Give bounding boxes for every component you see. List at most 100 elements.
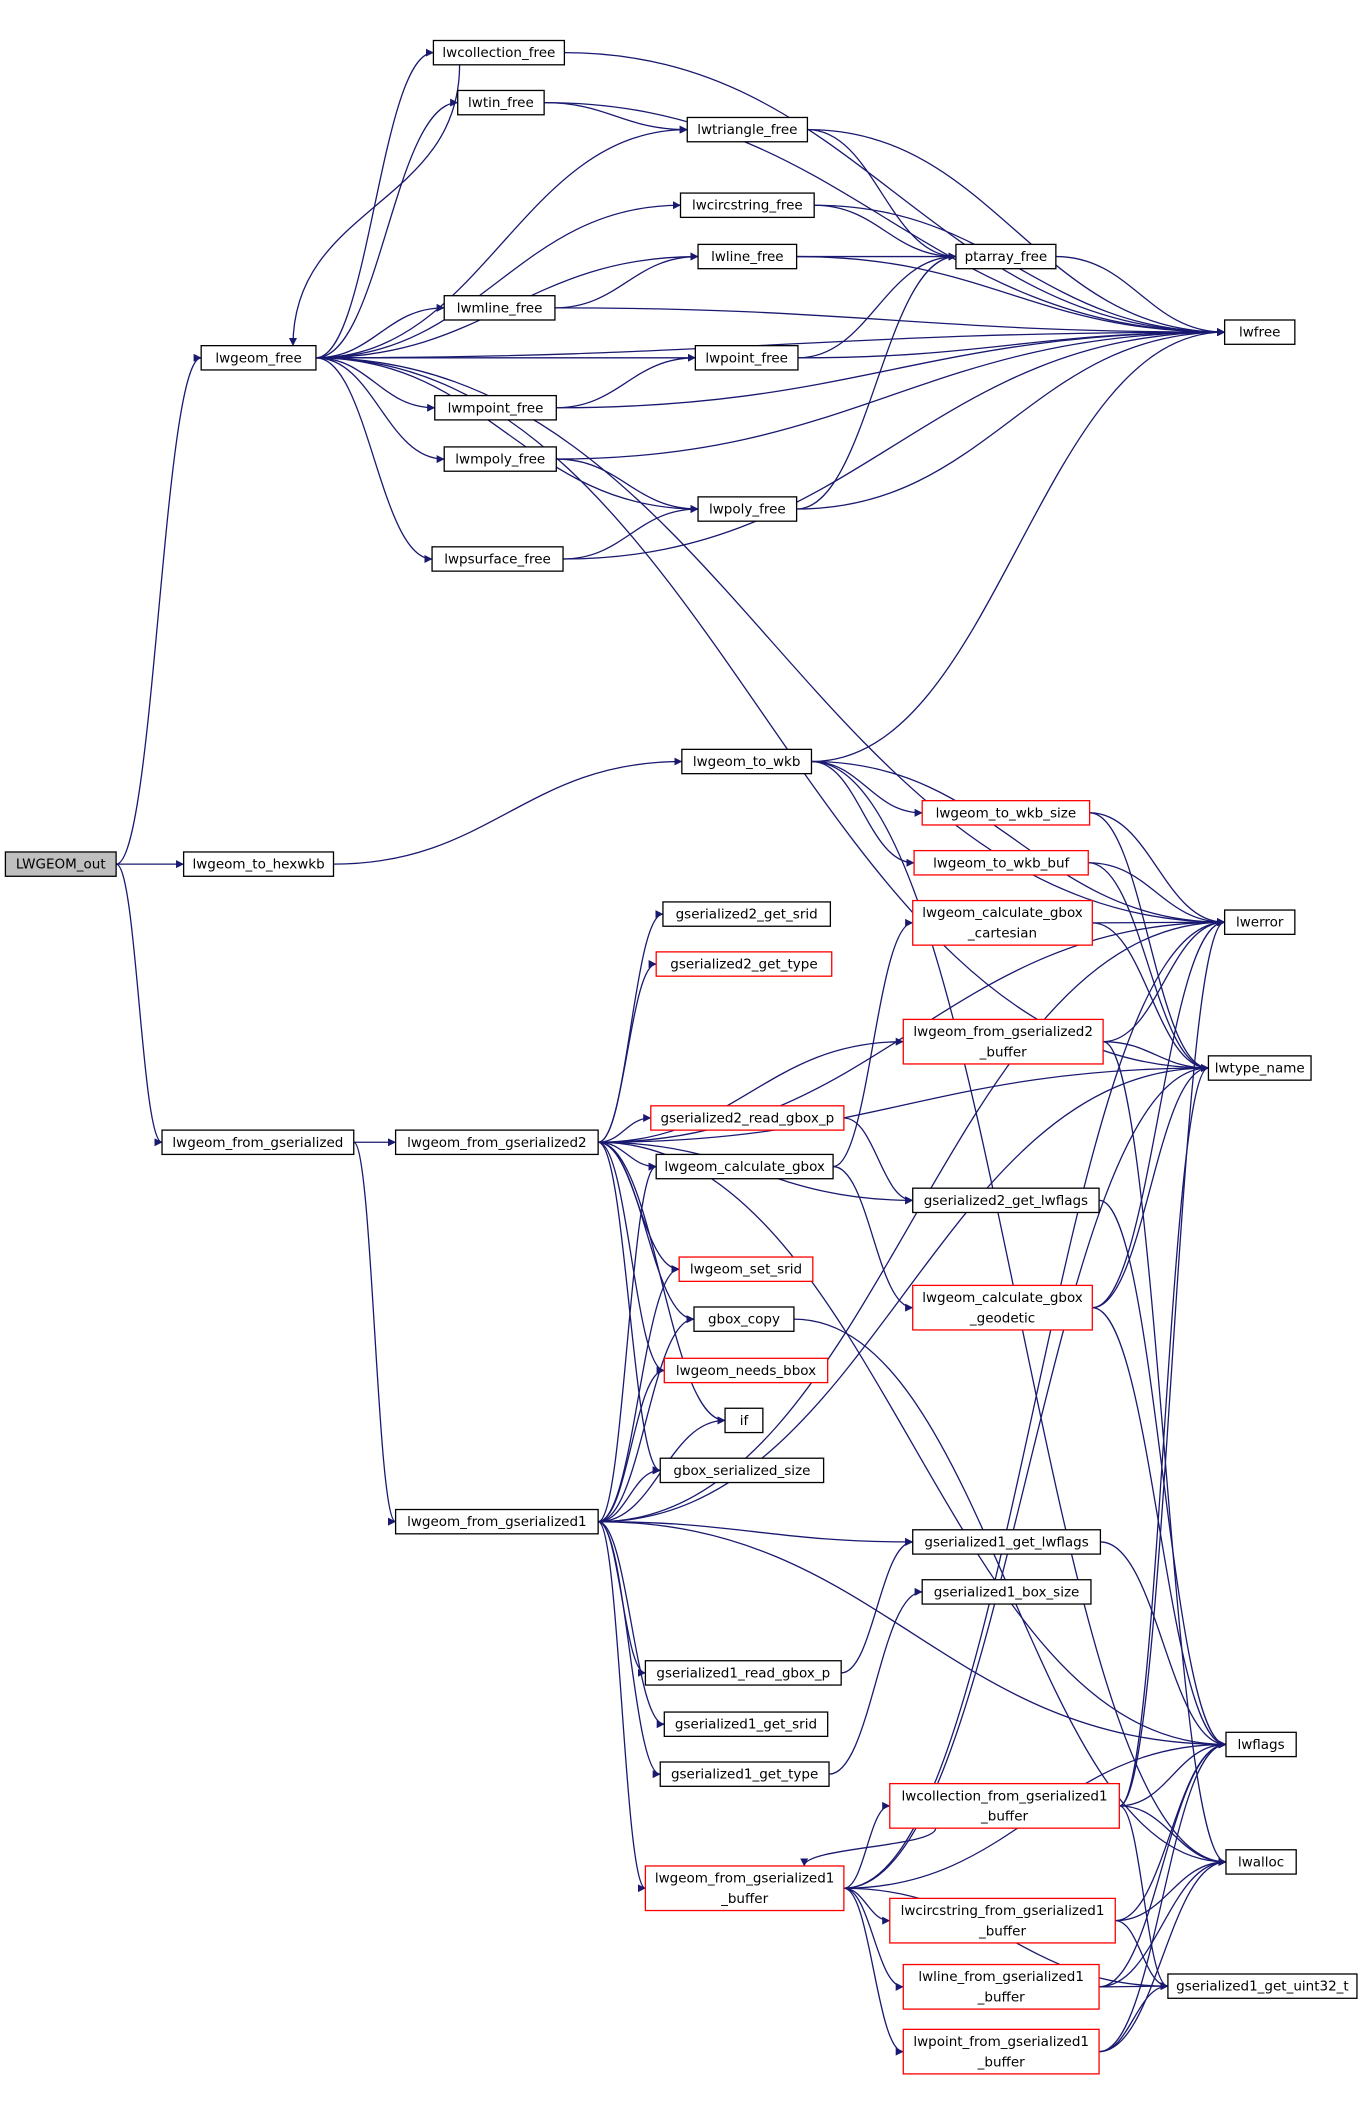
edge-lwgeom-calculate-gbox-cartesian-to-lwtype-name [1092,922,1209,1072]
node-gserialized1-get-srid[interactable]: gserialized1_get_srid [663,1711,829,1738]
node-lwtin-free[interactable]: lwtin_free [457,89,545,116]
node-label: lwgeom_from_gserialized1 [407,1514,587,1530]
node-lwflags[interactable]: lwflags [1225,1731,1297,1758]
edge-lwgeom-from-gserialized2-to-gserialized2-get-type [597,960,657,1143]
node-lwpsurface-free[interactable]: lwpsurface_free [431,546,564,572]
node-box [912,1284,1093,1331]
node-lwgeom-from-gserialized[interactable]: lwgeom_from_gserialized [161,1129,355,1156]
node-gbox-serialized-size[interactable]: gbox_serialized_size [659,1457,825,1484]
node-box [650,1105,845,1131]
node-lwgeom-calculate-gbox-geodetic[interactable]: lwgeom_calculate_gbox_geodetic [912,1284,1093,1331]
node-lwgeom-to-hexwkb[interactable]: lwgeom_to_hexwkb [182,851,335,877]
edge-lwcircstring-free-to-ptarray-free [814,204,957,261]
node-label: gserialized2_get_type [670,957,817,973]
node-gserialized1-box-size[interactable]: gserialized1_box_size [921,1579,1092,1605]
node-lwalloc[interactable]: lwalloc [1225,1849,1297,1875]
node-lwmpoly-free[interactable]: lwmpoly_free [443,446,557,472]
edge-lwgeom-from-gserialized1-to-lwgeom-from-gserialized1-buffer [597,1521,646,1893]
node-gserialized2-get-lwflags[interactable]: gserialized2_get_lwflags [912,1187,1100,1214]
node-lwcircstring-from-gserialized1-buffer[interactable]: lwcircstring_from_gserialized1_buffer [889,1897,1116,1944]
node-lwgeom-to-wkb-size[interactable]: lwgeom_to_wkb_size [921,800,1091,826]
node-label: lwtin_free [468,95,534,111]
node-box [655,1153,834,1180]
node-label: lwgeom_to_wkb [693,754,801,770]
edge-lwmpoly-free-to-lwpoly-free [556,458,699,514]
node-box [394,1508,599,1535]
node-lwgeom-free[interactable]: lwgeom_free [200,345,317,371]
edge-lwgeom-from-gserialized1-buffer-to-lwpoint-from-gserialized1-buffer [843,1887,904,2056]
edge-lwgeom-to-wkb-to-lwgeom-to-wkb-buf [811,760,915,867]
node-label: lwflags [1237,1737,1284,1753]
node-lwerror[interactable]: lwerror [1223,909,1296,935]
edge-gserialized1-read-gbox-p-to-gserialized1-get-lwflags [841,1537,914,1674]
node-gbox-copy[interactable]: gbox_copy [693,1306,795,1332]
node-lwgeom-to-wkb-buf[interactable]: lwgeom_to_wkb_buf [913,849,1089,876]
node-box [1225,1731,1297,1758]
edge-lwgeom-free-to-lwtin-free [315,98,459,359]
edge-lwgeom-free-to-lwpoly-free [315,357,699,514]
node-box [662,901,832,927]
node-lwgeom-from-gserialized2[interactable]: lwgeom_from_gserialized2 [394,1129,599,1156]
node-box [457,89,545,116]
node-lwcollection-from-gserialized1-buffer[interactable]: lwcollection_from_gserialized1_buffer [889,1782,1120,1829]
node-label: lwcircstring_from_gserialized1 [901,1903,1105,1919]
edge-lwgeom-from-gserialized2-to-lwflags [598,1141,1227,1749]
node-lwgeom-needs-bbox[interactable]: lwgeom_needs_bbox [663,1357,829,1384]
node-gserialized1-get-lwflags[interactable]: gserialized1_get_lwflags [912,1529,1102,1555]
node-label: gserialized1_read_gbox_p [656,1665,830,1681]
node-gserialized1-get-type[interactable]: gserialized1_get_type [659,1761,830,1787]
edge-lwgeom-to-hexwkb-to-lwgeom-to-wkb [333,757,683,865]
edge-lwgeom-to-wkb-to-lwgeom-to-wkb-size [811,760,923,817]
node-lwline-from-gserialized1-buffer[interactable]: lwline_from_gserialized1_buffer [902,1963,1100,2010]
node-label: lwcircstring_free [692,198,803,214]
node-label: gserialized1_get_lwflags [924,1534,1088,1550]
node-if[interactable]: if [724,1407,764,1434]
node-ptarray-free[interactable]: ptarray_free [955,243,1057,270]
edge-lwpoint-from-gserialized1-buffer-to-lwalloc [1099,1857,1227,2053]
node-gserialized2-get-type[interactable]: gserialized2_get_type [655,951,833,977]
node-box [659,1761,830,1787]
node-lwgeom-out[interactable]: LWGEOM_out [4,851,117,877]
edge-lwmpoly-free-to-lwfree [556,328,1226,460]
edge-lwgeom-to-wkb-to-lwerror [811,760,1226,927]
node-box [4,851,117,877]
edge-lwgeom-from-gserialized1-to-lwgeom-needs-bbox [598,1366,665,1523]
node-gserialized2-read-gbox-p[interactable]: gserialized2_read_gbox_p [650,1105,845,1131]
edge-gserialized2-read-gbox-p-to-gserialized2-get-lwflags [843,1117,914,1205]
node-label: lwtype_name [1215,1061,1305,1077]
node-lwcollection-free[interactable]: lwcollection_free [432,39,566,66]
node-lwgeom-calculate-gbox-cartesian[interactable]: lwgeom_calculate_gbox_cartesian [912,899,1093,946]
node-lwmline-free[interactable]: lwmline_free [443,295,556,321]
node-label: lwmpoint_free [448,400,544,416]
edge-lwpoint-from-gserialized1-buffer-to-lwflags [1099,1740,1227,2053]
edge-lwgeom-from-gserialized1-to-gserialized1-get-type [597,1521,661,1779]
node-lwline-free[interactable]: lwline_free [697,243,798,270]
node-lwgeom-set-srid[interactable]: lwgeom_set_srid [678,1256,814,1282]
edge-lwtriangle-free-to-ptarray-free [807,128,957,261]
node-gserialized1-get-uint32-t[interactable]: gserialized1_get_uint32_t [1167,1973,1358,1999]
node-label: _buffer [977,1989,1025,2005]
node-lwpoint-free[interactable]: lwpoint_free [694,345,799,371]
node-box [1223,909,1296,935]
node-label: lwgeom_from_gserialized2 [407,1135,587,1151]
node-box [889,1897,1116,1944]
node-lwcircstring-free[interactable]: lwcircstring_free [679,192,815,219]
node-gserialized2-get-srid[interactable]: gserialized2_get_srid [662,901,832,927]
node-lwtype-name[interactable]: lwtype_name [1207,1055,1312,1081]
node-lwgeom-calculate-gbox[interactable]: lwgeom_calculate_gbox [655,1153,834,1180]
node-label: lwcollection_free [442,45,555,61]
node-lwtriangle-free[interactable]: lwtriangle_free [686,116,809,143]
node-box [443,295,556,321]
node-lwpoint-from-gserialized1-buffer[interactable]: lwpoint_from_gserialized1_buffer [902,2028,1100,2075]
node-lwpoly-free[interactable]: lwpoly_free [697,496,798,522]
node-lwgeom-to-wkb[interactable]: lwgeom_to_wkb [681,748,813,775]
node-lwgeom-from-gserialized1[interactable]: lwgeom_from_gserialized1 [394,1508,599,1535]
node-lwmpoint-free[interactable]: lwmpoint_free [434,394,557,421]
node-box [1223,319,1296,345]
node-box [182,851,335,877]
node-gserialized1-read-gbox-p[interactable]: gserialized1_read_gbox_p [644,1660,842,1686]
node-lwfree[interactable]: lwfree [1223,319,1296,345]
node-box [655,951,833,977]
node-lwgeom-from-gserialized1-buffer[interactable]: lwgeom_from_gserialized1_buffer [644,1865,845,1912]
node-lwgeom-from-gserialized2-buffer[interactable]: lwgeom_from_gserialized2_buffer [902,1018,1104,1065]
